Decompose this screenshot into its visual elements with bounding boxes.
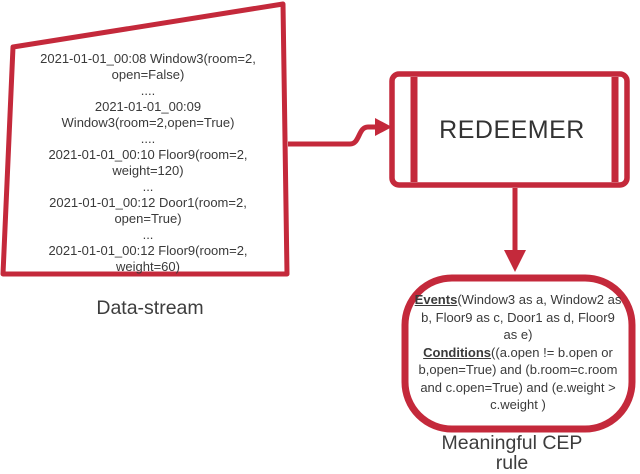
cep-rule-shape (401, 274, 636, 433)
cep-events-keyword: Events (414, 292, 458, 307)
stream-event-line: 2021-01-01_00:12 Door1(room=2, open=True… (49, 195, 247, 226)
redeemer-label: REDEEMER (439, 116, 585, 144)
stream-event-line: 2021-01-01_00:12 Floor9(room=2, weight=6… (48, 243, 248, 274)
stream-ellipsis: .... (140, 131, 156, 146)
stream-event-line: 2021-01-01_00:10 Floor9(room=2, weight=1… (48, 147, 248, 178)
cep-conditions-clause: Conditions((a.open != b.open or b,open=T… (414, 344, 622, 414)
stream-ellipsis: .... (140, 83, 156, 98)
cep-events-body: (Window3 as a, Window2 as b, Floor9 as c… (421, 292, 622, 342)
cep-events-clause: Events(Window3 as a, Window2 as b, Floor… (414, 291, 622, 344)
data-stream-shape (0, 1, 290, 277)
stream-to-redeemer-arrow-line (288, 124, 377, 147)
cep-conditions-keyword: Conditions (423, 344, 492, 360)
stream-ellipsis: ... (142, 227, 154, 242)
stream-event-line: 2021-01-01_00:09 Window3(room=2,open=Tru… (61, 99, 235, 130)
data-stream-caption: Data-stream (96, 297, 204, 319)
stream-ellipsis: ... (142, 179, 154, 194)
redeemer-left-bar (410, 77, 418, 182)
stream-event-line: 2021-01-01_00:08 Window3(room=2, open=Fa… (40, 51, 256, 82)
stream-to-redeemer-arrowhead-icon (375, 118, 392, 136)
data-stream-events-list: 2021-01-01_00:08 Window3(room=2, open=Fa… (28, 51, 268, 275)
redeemer-right-bar (611, 77, 619, 182)
redeemer-box (389, 71, 630, 188)
cep-rule-text: Events(Window3 as a, Window2 as b, Floor… (414, 291, 622, 414)
redeemer-to-rule-arrowhead-icon (504, 250, 526, 272)
cep-conditions-body: ((a.open != b.open or b,open=True) and (… (418, 344, 618, 413)
cep-rule-caption: Meaningful CEP rule (441, 432, 583, 474)
